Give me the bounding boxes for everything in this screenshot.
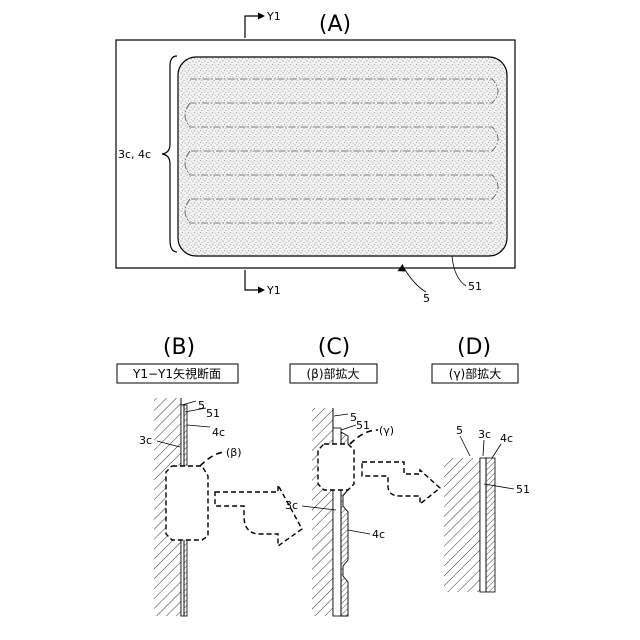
leader-gamma xyxy=(350,430,378,444)
layer-3c-d xyxy=(480,458,486,592)
arrow-c-to-d xyxy=(362,462,440,504)
ref-51-d: 51 xyxy=(516,483,530,496)
ref-beta-b: (β) xyxy=(226,446,242,459)
caption-c: (β)部拡大 xyxy=(306,366,359,381)
panel-a: (A) Y1 3c, 4c Y1 5 xyxy=(116,10,515,305)
wall-5-d xyxy=(444,458,480,592)
ref-3c-d: 3c xyxy=(478,428,491,441)
ref-5: 5 xyxy=(423,292,430,305)
stippled-sheet-51 xyxy=(178,57,507,256)
leader-beta xyxy=(200,452,226,466)
region-beta xyxy=(166,466,208,540)
arrow-b-to-c xyxy=(215,485,302,546)
caption-b: Y1−Y1矢視断面 xyxy=(132,366,221,381)
panel-d-title: (D) xyxy=(457,335,491,360)
ref-4c-c: 4c xyxy=(372,528,385,541)
brace xyxy=(162,56,177,252)
caption-d: (γ)部拡大 xyxy=(449,366,501,381)
layer-4c-d xyxy=(486,458,495,592)
ref-51-c: 51 xyxy=(356,419,370,432)
panel-b: (B) Y1−Y1矢視断面 (β) 5 51 4c 3c xyxy=(117,335,302,616)
section-label-bottom: Y1 xyxy=(266,284,281,297)
leader-51 xyxy=(452,256,466,286)
ref-3c-c: 3c xyxy=(285,499,298,512)
ref-51: 51 xyxy=(468,280,482,293)
panel-b-title: (B) xyxy=(163,335,195,360)
brace-label: 3c, 4c xyxy=(118,148,151,161)
section-mark-bottom: Y1 xyxy=(245,270,281,297)
ref-5-d: 5 xyxy=(456,424,463,437)
ref-5-b: 5 xyxy=(198,399,205,412)
section-label-top: Y1 xyxy=(266,10,281,23)
ref-51-b: 51 xyxy=(206,407,220,420)
panel-d: (D) (γ)部拡大 5 3c 4c 51 xyxy=(432,335,530,592)
leader-5 xyxy=(404,268,426,292)
ref-4c-d: 4c xyxy=(500,432,513,445)
panel-c-title: (C) xyxy=(318,335,351,360)
region-gamma xyxy=(318,444,354,490)
ref-4c-b: 4c xyxy=(212,426,225,439)
panel-c: (C) (β)部拡大 (γ) 5 51 3c 4c xyxy=(285,335,440,616)
section-mark-top: Y1 xyxy=(245,10,281,38)
ref-3c-b: 3c xyxy=(139,434,152,447)
panel-a-title: (A) xyxy=(319,12,351,37)
ref-gamma-c: (γ) xyxy=(379,424,394,437)
wall-5-c xyxy=(312,408,333,616)
